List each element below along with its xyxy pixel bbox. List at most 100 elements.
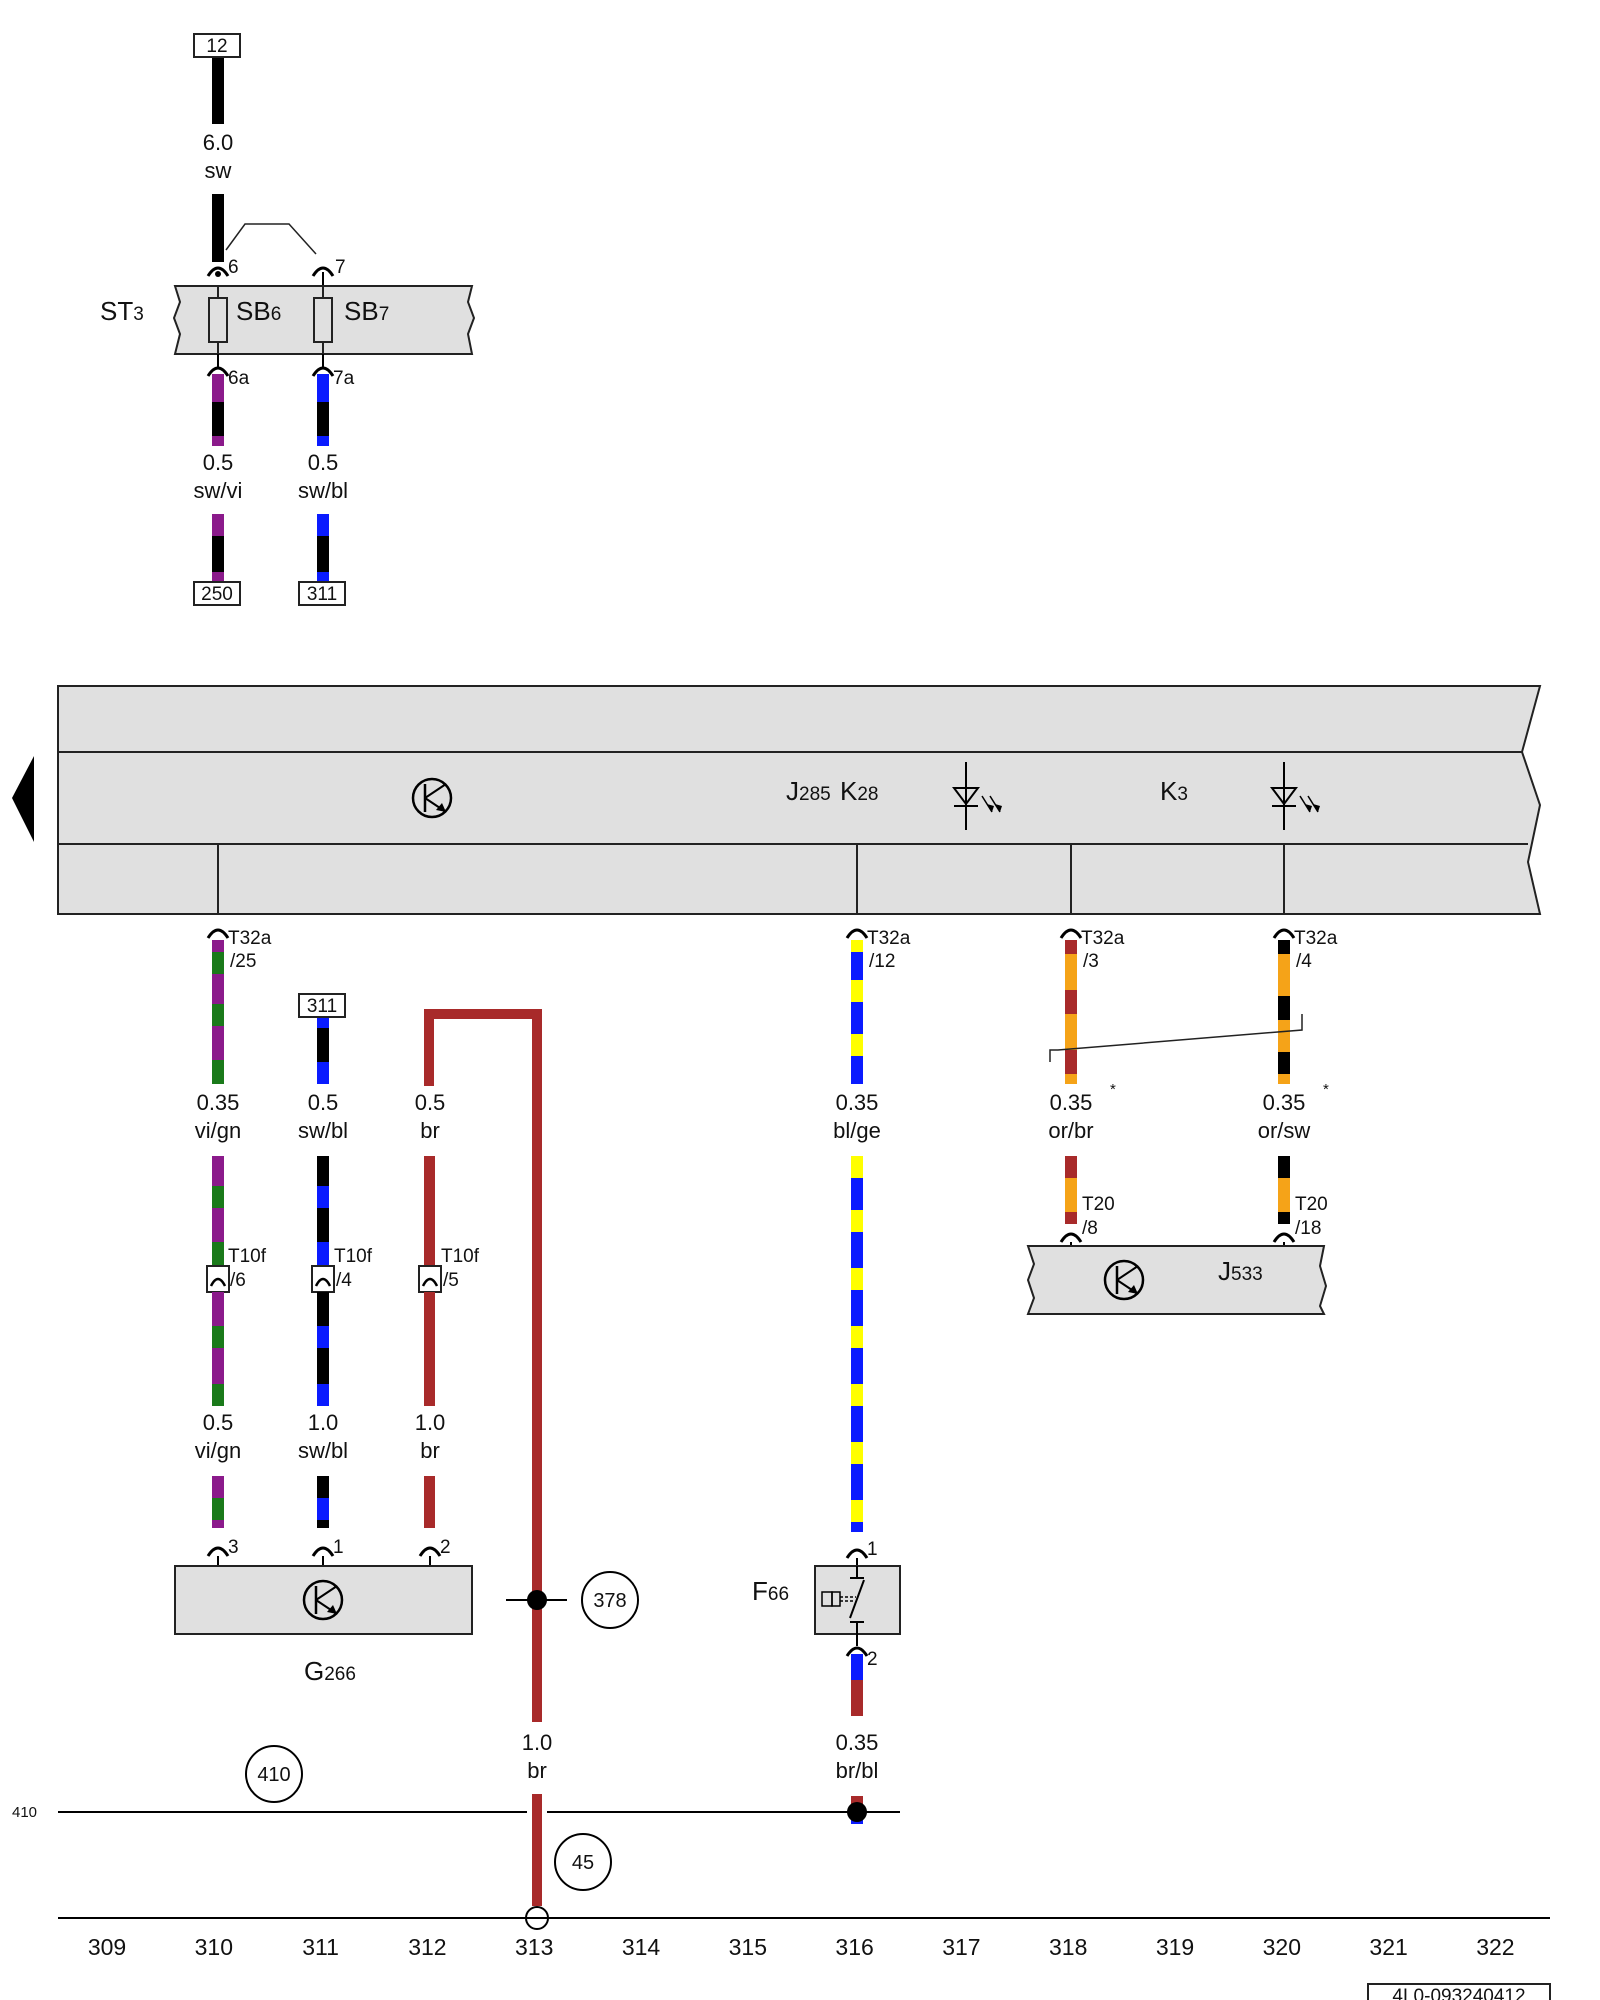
ref-box-12[interactable]: [193, 33, 241, 58]
t32a-12-pin: /12: [869, 951, 895, 972]
wire-vi-gn-t32a-segment: [212, 940, 224, 1084]
t32a-connectors: T32a /25 T32a /12 T32a /3 T32a /4: [206, 928, 1338, 972]
electronic-module-icon: [302, 1579, 344, 1621]
wire-sw-vi-upper: [212, 374, 224, 446]
wire-sw-bl-mid-size: 0.5: [308, 1090, 339, 1115]
connector-7a-icon: [311, 366, 335, 377]
control-unit-j285: J285 K28 K3: [12, 685, 1542, 915]
pin-7: 7: [335, 257, 346, 278]
t10f-6-conn: T10f: [228, 1246, 267, 1267]
wire-br-lower: [424, 1292, 435, 1406]
wire-bl-ge-size: 0.35: [836, 1090, 879, 1115]
wire-sw-bl-color: sw/bl: [298, 478, 348, 503]
led-indicator-icon: [952, 762, 1002, 830]
k3-label: K3: [1160, 776, 1188, 806]
wire-sw-bl-lower: [317, 514, 329, 582]
wire-313-color: br: [527, 1758, 547, 1783]
f66-pin-1: 1: [867, 1539, 878, 1560]
junction-378-dot: [527, 1590, 547, 1610]
connector-g266-1-icon: [311, 1546, 335, 1557]
sb7-label: SB7: [344, 296, 389, 326]
connector-t32a-25-icon: [206, 928, 230, 939]
ruler-label-316: 316: [835, 1934, 873, 1960]
ref-circle-45[interactable]: [554, 1833, 612, 1891]
control-unit-housing[interactable]: [57, 685, 1542, 915]
t10f-4-conn: T10f: [334, 1246, 373, 1267]
pin-7a: 7a: [333, 368, 355, 389]
wire-vi-gn-lower-segment: [212, 1292, 224, 1406]
wire-or-br-mark: *: [1110, 1081, 1116, 1098]
t32a-25-pin: /25: [230, 951, 256, 972]
t10f-5-pin: /5: [443, 1270, 459, 1291]
ruler-label-313: 313: [515, 1934, 553, 1960]
ground-line-410: 410 410 45: [12, 1745, 900, 1930]
wire-313-label-gap: [525, 1722, 549, 1794]
t32a-3-conn: T32a: [1081, 928, 1125, 949]
t32a-25-conn: T32a: [228, 928, 272, 949]
g266-housing[interactable]: [174, 1565, 473, 1635]
wire-br-loop: [424, 1009, 542, 1906]
ref-box-250-text: 250: [201, 584, 233, 605]
ruler-label-322: 322: [1476, 1934, 1514, 1960]
ref-box-311[interactable]: [298, 993, 346, 1018]
pin-6: 6: [228, 257, 239, 278]
sb6-label: SB6: [236, 296, 281, 326]
ref-circle-378[interactable]: [581, 1571, 639, 1629]
connector-t10f-6-arc: [209, 1277, 227, 1287]
wire-vi-gn-bottom-segment: [212, 1476, 224, 1528]
wire-sw-bl-mid-upper: [317, 1018, 329, 1084]
ref-box-311-top[interactable]: [298, 581, 346, 606]
wire-vi-gn-color: vi/gn: [195, 1118, 241, 1143]
ruler-label-312: 312: [408, 1934, 446, 1960]
connector-f66-1-icon: [845, 1548, 869, 1559]
f66-pin-2: 2: [867, 1649, 878, 1670]
connector-g266-3-icon: [206, 1546, 230, 1557]
connector-t10f-4-arc: [314, 1277, 332, 1287]
ref-box-250[interactable]: [193, 581, 241, 606]
wire-br-color: br: [420, 1118, 440, 1143]
g266-pin-2: 2: [440, 1537, 451, 1558]
fuse-bridge: [225, 223, 317, 255]
ruler-label-309: 309: [88, 1934, 126, 1960]
wire-sw-bl-low-segment: [317, 1292, 329, 1406]
connector-6-icon: [206, 266, 230, 277]
g266-pin-3: 3: [228, 1537, 239, 1558]
j285-label: J285: [786, 776, 831, 806]
wire-or-br-size: 0.35: [1050, 1090, 1093, 1115]
g266-label: G266: [304, 1656, 356, 1686]
ruler-label-317: 317: [942, 1934, 980, 1960]
doc-id: 4L0-093240412: [1392, 1986, 1525, 2000]
fuse-sb6-icon[interactable]: [208, 297, 228, 343]
k28-label: K28: [840, 776, 878, 806]
control-unit-j533: J533: [1026, 1242, 1328, 1315]
wire-vi-gn-size: 0.35: [197, 1090, 240, 1115]
wire-br-bl-size: 0.35: [836, 1730, 879, 1755]
wire-br-bl-color: br/bl: [836, 1758, 879, 1783]
doc-id-box: [1367, 1983, 1551, 2000]
electronic-module-icon: [1103, 1259, 1145, 1301]
j533-label: J533: [1218, 1256, 1263, 1286]
wire-6-upper: [212, 58, 224, 124]
t20-8-pin: /8: [1082, 1218, 1098, 1239]
wire-br-bl-segment: [851, 1654, 863, 1716]
wire-bl-ge-upper: [851, 940, 863, 1084]
ruler-label-320: 320: [1263, 1934, 1301, 1960]
ruler-label-310: 310: [195, 1934, 233, 1960]
ruler-label-314: 314: [622, 1934, 661, 1960]
wire-6-color: sw: [205, 158, 232, 183]
electronic-module-icon: [411, 777, 453, 819]
wire-bl-ge-lower: [851, 1156, 863, 1532]
ref-circle-45-text: 45: [572, 1852, 594, 1874]
fuse-sb7-icon[interactable]: [313, 297, 333, 343]
ruler-label-319: 319: [1156, 1934, 1194, 1960]
t10f-6-pin: /6: [230, 1270, 246, 1291]
j533-housing[interactable]: [1026, 1245, 1328, 1315]
wire-sw-vi-size: 0.5: [203, 450, 234, 475]
arrow-left-icon[interactable]: [12, 756, 34, 842]
connector-g266-2-icon: [418, 1546, 442, 1557]
wire-or-sw-mark: *: [1323, 1081, 1329, 1098]
ref-box-311-top-text: 311: [307, 584, 337, 605]
connector-7-icon: [311, 266, 335, 277]
ref-circle-410[interactable]: [245, 1745, 303, 1803]
